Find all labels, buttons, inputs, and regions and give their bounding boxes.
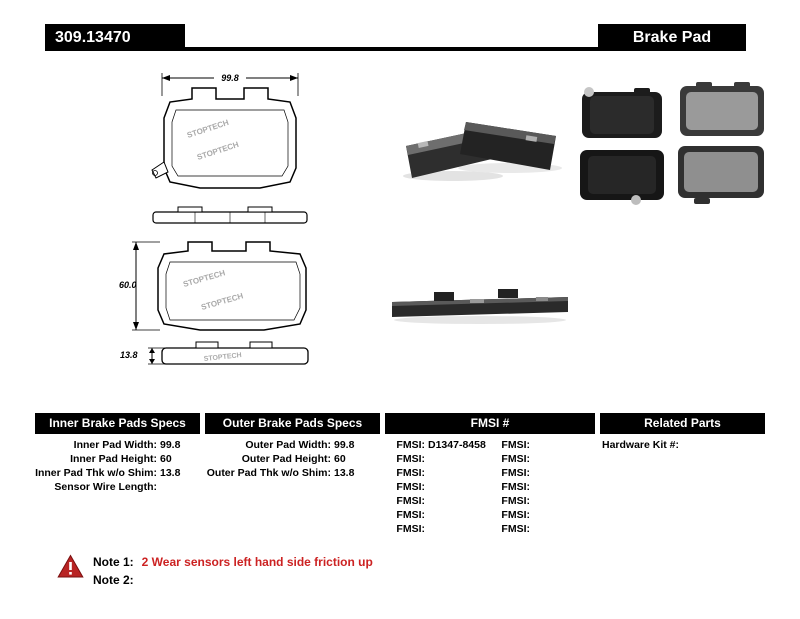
- related-parts-column: Hardware Kit #:: [602, 438, 765, 452]
- note-1-label: Note 1:: [93, 555, 134, 569]
- spec-row: Sensor Wire Length:: [54, 481, 157, 493]
- header-rule: [45, 47, 746, 51]
- inner-specs-column: Inner Pad Width:99.8 Inner Pad Height:60…: [35, 438, 200, 494]
- fmsi-row: FMSI:: [501, 481, 530, 493]
- note-1-text: 2 Wear sensors left hand side friction u…: [141, 555, 373, 569]
- fmsi-row: FMSI:: [396, 523, 425, 535]
- fmsi-row: FMSI:: [501, 467, 530, 479]
- outer-specs-header: Outer Brake Pads Specs: [205, 413, 380, 434]
- part-number: 309.13470: [45, 24, 185, 51]
- spec-row: Inner Pad Height:60: [70, 453, 172, 465]
- fmsi-row: FMSI:: [501, 453, 530, 465]
- fmsi-header: FMSI #: [385, 413, 595, 434]
- fmsi-subcolumn-2: FMSI: FMSI: FMSI: FMSI: FMSI: FMSI: FMSI…: [490, 438, 595, 536]
- note-2-label: Note 2:: [93, 573, 134, 587]
- spec-row: Inner Pad Thk w/o Shim:13.8: [35, 467, 181, 479]
- pad-photo-edge-view: [392, 289, 568, 324]
- fmsi-row: FMSI:D1347-8458: [396, 439, 486, 451]
- note-2: Note 2:: [93, 573, 142, 587]
- fmsi-column: FMSI:D1347-8458 FMSI: FMSI: FMSI: FMSI: …: [385, 438, 595, 536]
- fmsi-row: FMSI:: [396, 509, 425, 521]
- spec-row: Inner Pad Width:99.8: [73, 439, 181, 451]
- warning-triangle-icon: [57, 554, 84, 578]
- width-dimension-label: 99.8: [221, 73, 239, 83]
- spec-row: Hardware Kit #:: [602, 439, 680, 451]
- fmsi-row: FMSI:: [396, 495, 425, 507]
- page-title: Brake Pad: [598, 24, 746, 51]
- related-parts-header: Related Parts: [600, 413, 765, 434]
- height-dimension-label: 60.0: [119, 280, 137, 290]
- outer-specs-column: Outer Pad Width:99.8 Outer Pad Height:60…: [205, 438, 380, 480]
- spec-row: Outer Pad Thk w/o Shim:13.8: [206, 467, 355, 479]
- fmsi-row: FMSI:: [396, 453, 425, 465]
- pad-photo-angled-pair: [403, 122, 562, 181]
- spec-table-headers: Inner Brake Pads Specs Outer Brake Pads …: [35, 413, 765, 434]
- pad-drawing-back-view: 99.8 STOPTECH STOPTECH: [151, 73, 299, 189]
- thickness-dimension-label: 13.8: [120, 350, 138, 360]
- spec-row: Outer Pad Width:99.8: [245, 439, 355, 451]
- pad-drawing-thickness-view: 13.8 STOPTECH: [120, 341, 309, 365]
- fmsi-row: FMSI:: [501, 495, 530, 507]
- spec-row: Outer Pad Height:60: [241, 453, 346, 465]
- fmsi-subcolumn-1: FMSI:D1347-8458 FMSI: FMSI: FMSI: FMSI: …: [385, 438, 490, 536]
- fmsi-row: FMSI:: [396, 481, 425, 493]
- fmsi-row: FMSI:: [501, 523, 530, 535]
- inner-specs-header: Inner Brake Pads Specs: [35, 413, 200, 434]
- fmsi-row: FMSI:: [396, 467, 425, 479]
- fmsi-row: FMSI:: [501, 439, 530, 451]
- fmsi-row: FMSI:: [501, 509, 530, 521]
- watermark-text: STOPTECH: [203, 352, 242, 363]
- pad-photo-set-of-four: [580, 82, 764, 205]
- pad-drawing-front-view: 60.0 STOPTECH STOPTECH: [119, 241, 307, 331]
- note-1: Note 1: 2 Wear sensors left hand side fri…: [93, 555, 373, 569]
- pad-drawing-edge-strip: [152, 206, 308, 224]
